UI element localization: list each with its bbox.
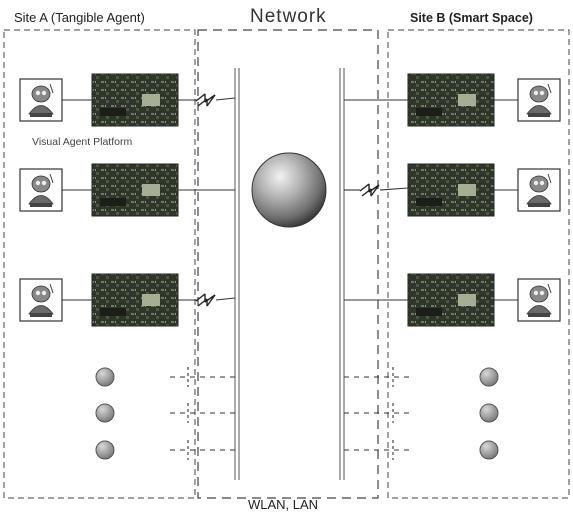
site-a-link — [215, 297, 236, 301]
site-b-robot-icon — [517, 78, 561, 122]
site-b-lightning-icon — [359, 183, 380, 197]
site-a-title: Site A (Tangible Agent) — [14, 10, 145, 25]
site-a-panel — [3, 29, 196, 499]
site-b-title: Site B (Smart Space) — [410, 11, 533, 25]
site-a-circuit-board-icon — [91, 163, 179, 217]
wlan-lan-label: WLAN, LAN — [248, 497, 319, 512]
site-b-robot-icon — [517, 278, 561, 322]
site-b-circuit-board-icon — [407, 273, 495, 327]
site-a-node-icon — [95, 440, 115, 460]
site-b-node-icon — [479, 367, 499, 387]
site-b-robot-icon — [517, 168, 561, 212]
site-a-lightning-icon — [195, 293, 216, 307]
site-a-circuit-board-icon — [91, 73, 179, 127]
site-b-node-icon — [479, 440, 499, 460]
network-title: Network — [250, 6, 327, 27]
site-b-circuit-board-icon — [407, 73, 495, 127]
network-panel — [197, 29, 379, 499]
site-a-lightning-icon — [195, 93, 216, 107]
visual-agent-platform-label: Visual Agent Platform — [32, 136, 133, 148]
site-a-node-icon — [95, 403, 115, 423]
site-b-link — [379, 187, 409, 191]
site-a-robot-icon — [19, 278, 63, 322]
site-b-node-icon — [479, 403, 499, 423]
network-bus-right — [339, 68, 345, 480]
site-b-circuit-board-icon — [407, 163, 495, 217]
site-a-robot-icon — [19, 78, 63, 122]
network-bus-left — [234, 68, 240, 480]
site-a-link — [215, 97, 236, 101]
globe-icon — [251, 152, 327, 228]
site-b-panel — [387, 29, 570, 499]
site-a-circuit-board-icon — [91, 273, 179, 327]
site-a-node-icon — [95, 367, 115, 387]
site-a-robot-icon — [19, 168, 63, 212]
